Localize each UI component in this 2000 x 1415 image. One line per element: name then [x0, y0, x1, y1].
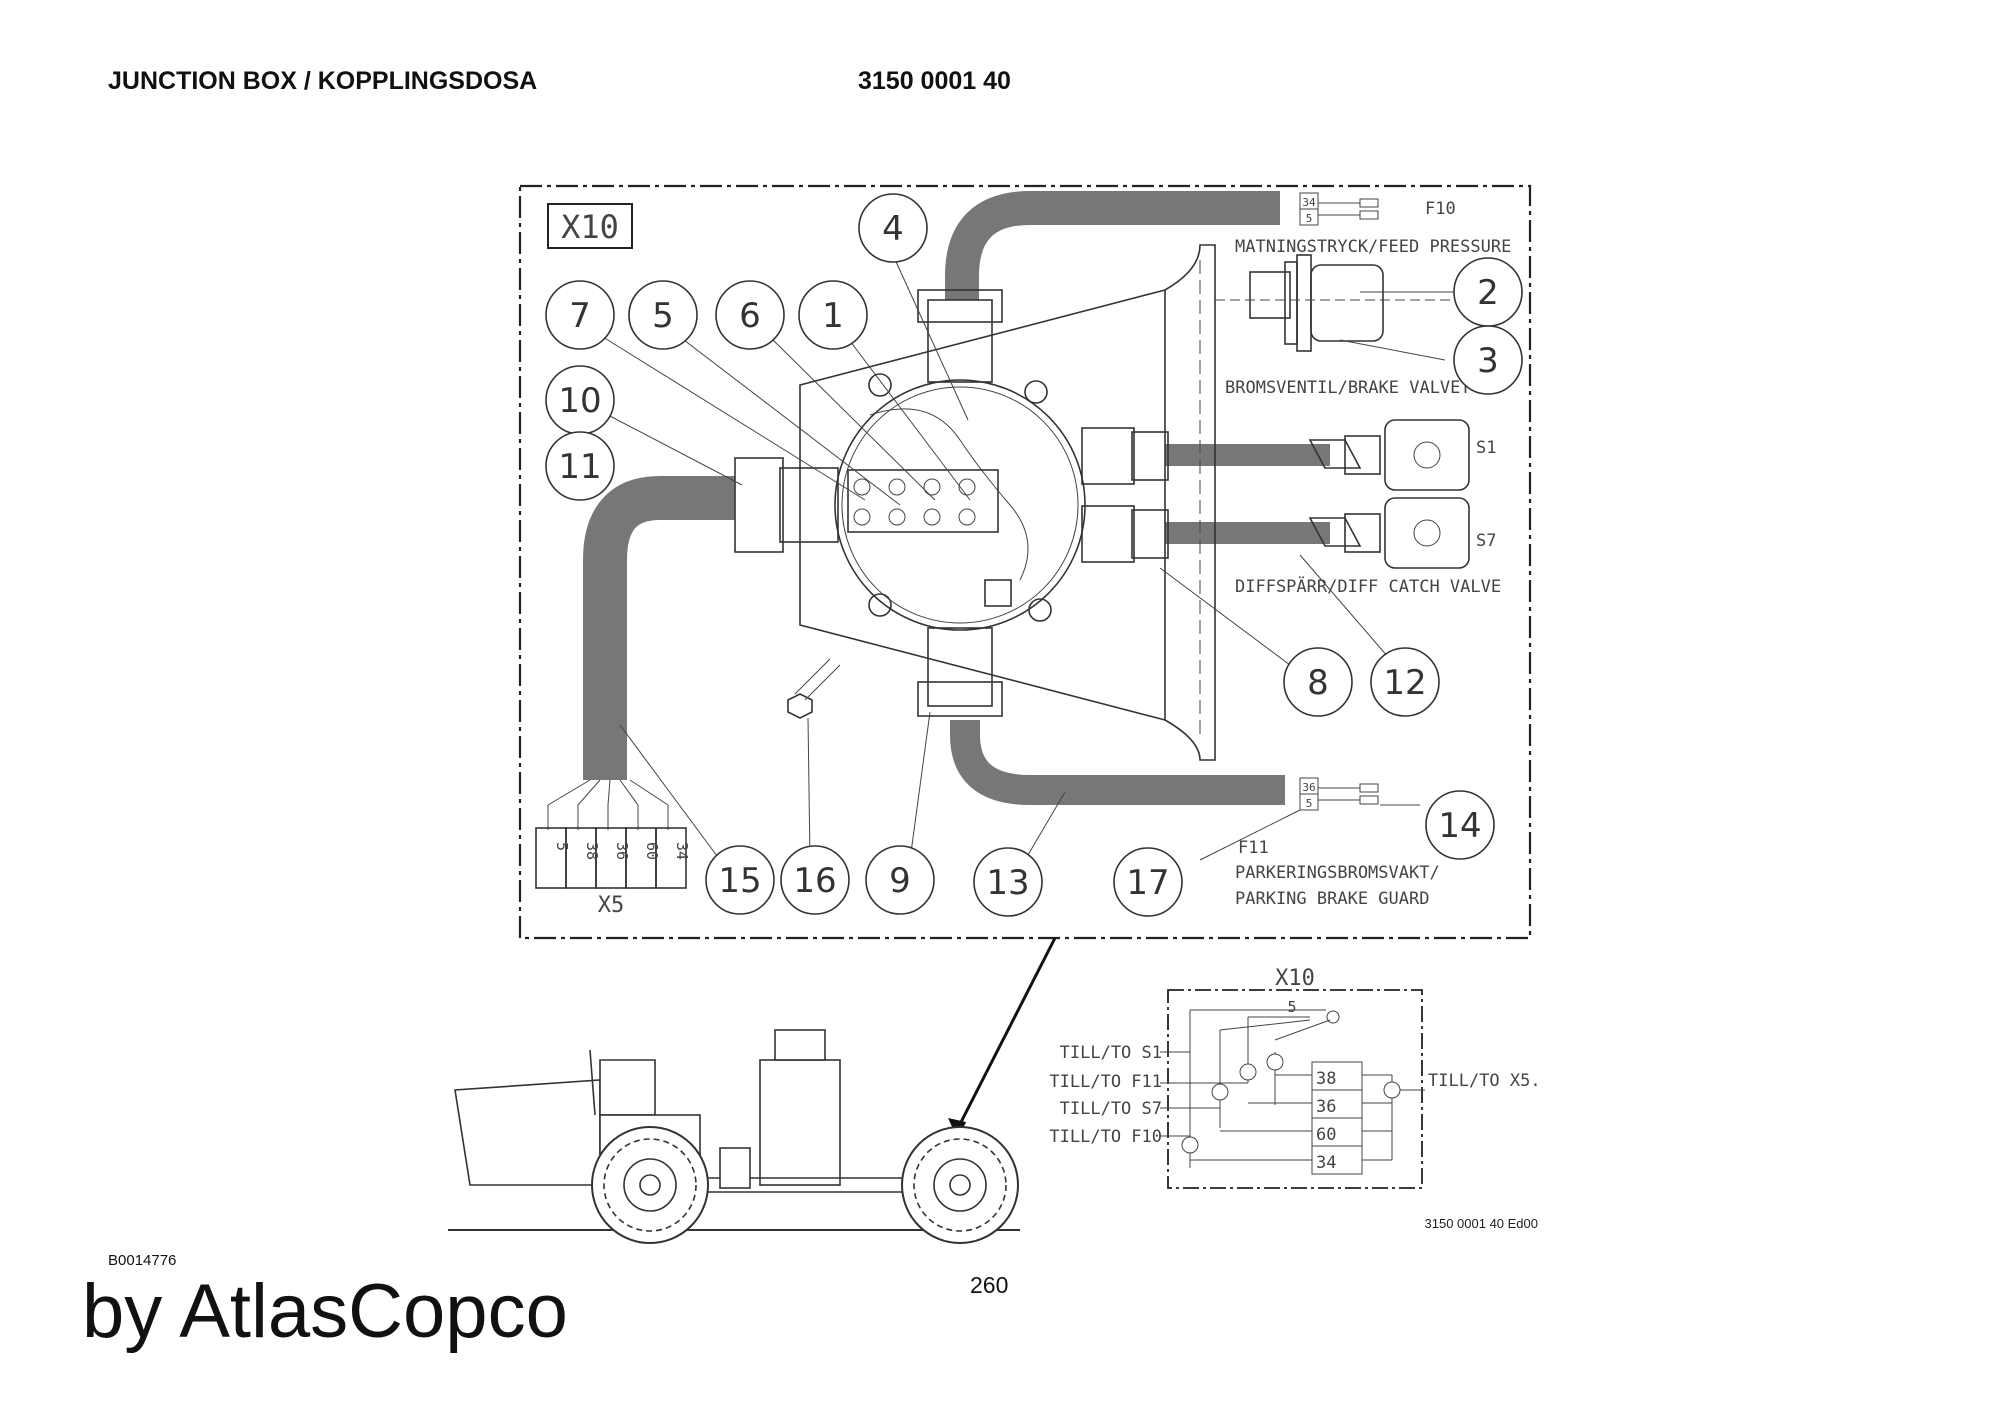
- page-title: JUNCTION BOX / KOPPLINGSDOSA: [108, 67, 538, 95]
- svg-text:15: 15: [718, 861, 761, 901]
- schematic-title: X10: [1275, 966, 1315, 991]
- svg-text:38: 38: [1316, 1069, 1336, 1089]
- svg-text:13: 13: [986, 863, 1029, 903]
- svg-text:8: 8: [1307, 663, 1329, 703]
- svg-text:5: 5: [652, 296, 674, 336]
- x10-box-label: [547, 203, 633, 249]
- callout-13: 13: [973, 847, 1043, 917]
- feed-pressure-sensor: [1215, 254, 1450, 352]
- svg-text:9: 9: [889, 861, 911, 901]
- brand-footer: by AtlasCopco: [82, 1269, 568, 1354]
- detail-frame: [518, 184, 1532, 940]
- f11-label: F11: [1238, 838, 1269, 858]
- connector-f11: 36 5 F11: [1238, 777, 1379, 858]
- svg-text:5: 5: [553, 842, 571, 851]
- svg-text:14: 14: [1438, 806, 1481, 846]
- solenoid-s1: [1308, 419, 1470, 491]
- solenoid-s7: [1308, 497, 1470, 569]
- svg-text:16: 16: [793, 861, 836, 901]
- svg-text:36: 36: [1302, 781, 1315, 794]
- callout-10: 10: [545, 365, 615, 435]
- x10-box-text: X10: [561, 208, 619, 246]
- connector-x5: 5 38 36 60 34 X5: [535, 779, 691, 918]
- svg-text:17: 17: [1126, 863, 1169, 903]
- svg-text:3: 3: [1477, 341, 1499, 381]
- drawing-id: 3150 0001 40 Ed00: [1425, 1216, 1539, 1231]
- svg-text:60: 60: [643, 842, 661, 860]
- svg-text:7: 7: [569, 296, 591, 336]
- s1-label: S1: [1476, 438, 1496, 458]
- x5-label: X5: [598, 893, 625, 918]
- parking-guard-label-2: PARKING BRAKE GUARD: [1235, 889, 1429, 909]
- callout-4: 4: [858, 193, 928, 263]
- callout-14: 14: [1425, 790, 1495, 860]
- image-reference: B0014776: [108, 1252, 177, 1269]
- input-to-f10: TILL/TO F10: [1049, 1127, 1162, 1147]
- svg-text:34: 34: [673, 842, 691, 860]
- callout-6: 6: [715, 280, 785, 350]
- screw-16: [787, 658, 841, 719]
- svg-text:34: 34: [1316, 1153, 1336, 1173]
- brake-valve-label: BROMSVENTIL/BRAKE VALVET: [1225, 378, 1471, 398]
- vehicle-side-view: [448, 1029, 1020, 1244]
- page-number: 260: [970, 1272, 1009, 1298]
- callout-16: 16: [780, 845, 850, 915]
- f10-label: F10: [1425, 199, 1456, 219]
- callout-8: 8: [1283, 647, 1353, 717]
- callout-5: 5: [628, 280, 698, 350]
- callout-balloons: 4 7 5 6 1 10 11 2 3 8 12 14 15 16 9 13 1…: [545, 193, 1523, 917]
- feed-pressure-label: MATNINGSTRYCK/FEED PRESSURE: [1235, 237, 1511, 257]
- location-arrow: [956, 937, 1057, 1129]
- svg-text:6: 6: [739, 296, 761, 336]
- svg-text:36: 36: [1316, 1097, 1336, 1117]
- mounting-plate: [799, 244, 1216, 761]
- callout-11: 11: [545, 431, 615, 501]
- svg-text:1: 1: [822, 296, 844, 336]
- callout-1: 1: [798, 280, 868, 350]
- callout-17: 17: [1113, 847, 1183, 917]
- wiring-schematic: X10 5: [1049, 966, 1541, 1189]
- svg-text:5: 5: [1306, 797, 1313, 810]
- leader-lines: [602, 254, 1455, 861]
- callout-9: 9: [865, 845, 935, 915]
- junction-box-body: [734, 289, 1169, 717]
- callout-3: 3: [1453, 325, 1523, 395]
- part-number: 3150 0001 40: [858, 67, 1011, 95]
- parking-guard-label-1: PARKERINGSBROMSVAKT/: [1235, 863, 1440, 883]
- svg-text:12: 12: [1383, 663, 1426, 703]
- svg-text:60: 60: [1316, 1125, 1336, 1145]
- svg-text:34: 34: [1302, 196, 1316, 209]
- svg-text:38: 38: [583, 842, 601, 860]
- svg-text:36: 36: [613, 842, 631, 860]
- svg-text:5: 5: [1306, 212, 1313, 225]
- diff-catch-label: DIFFSPÄRR/DIFF CATCH VALVE: [1235, 576, 1501, 597]
- svg-text:10: 10: [558, 381, 601, 421]
- input-to-s7: TILL/TO S7: [1060, 1099, 1162, 1119]
- s7-label: S7: [1476, 531, 1496, 551]
- svg-text:4: 4: [882, 209, 904, 249]
- output-to-x5: TILL/TO X5.: [1428, 1071, 1541, 1091]
- schematic-top-terminal: 5: [1287, 998, 1296, 1016]
- input-to-s1: TILL/TO S1: [1060, 1043, 1162, 1063]
- svg-text:11: 11: [558, 447, 601, 487]
- input-to-f11: TILL/TO F11: [1049, 1072, 1162, 1092]
- callout-7: 7: [545, 280, 615, 350]
- callout-12: 12: [1370, 647, 1440, 717]
- callout-2: 2: [1453, 257, 1523, 327]
- connector-f10: 34 5 F10: [1299, 192, 1456, 226]
- cable-bundles: [583, 191, 1330, 805]
- svg-text:2: 2: [1477, 273, 1499, 313]
- callout-15: 15: [705, 845, 775, 915]
